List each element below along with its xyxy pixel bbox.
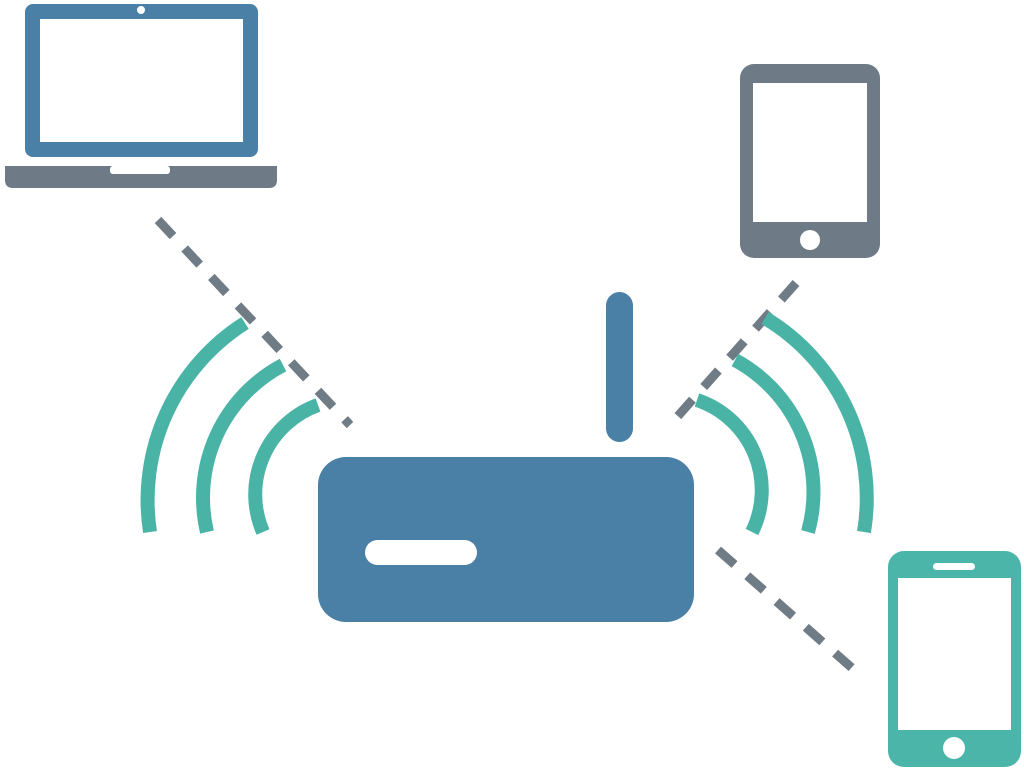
laptop-icon xyxy=(5,4,277,188)
laptop-camera xyxy=(137,6,145,14)
link-router-tablet xyxy=(666,280,800,428)
wifi-wave-left-outer xyxy=(140,317,249,534)
wifi-wave-right-outer xyxy=(761,312,874,534)
link-router-laptop xyxy=(154,216,354,429)
laptop-base xyxy=(5,166,277,188)
tablet-screen xyxy=(753,83,867,222)
smartphone-screen xyxy=(898,578,1011,730)
wifi-wave-right-middle xyxy=(731,353,821,534)
smartphone-speaker xyxy=(933,563,975,570)
router-body xyxy=(318,457,694,622)
tablet-home-button xyxy=(800,230,820,250)
router-antenna xyxy=(606,292,633,442)
router-icon xyxy=(318,292,694,622)
wifi-wave-right-inner xyxy=(694,393,769,536)
tablet-icon xyxy=(740,64,880,258)
smartphone-icon xyxy=(888,551,1021,767)
link-router-smartphone xyxy=(715,546,863,679)
smartphone-home-button xyxy=(943,737,965,759)
wifi-wave-left-inner xyxy=(248,398,321,535)
laptop-screen-display xyxy=(40,19,243,142)
router-status-light xyxy=(365,540,477,565)
wifi-wave-left-middle xyxy=(196,358,287,534)
laptop-trackpad-notch xyxy=(110,166,170,174)
